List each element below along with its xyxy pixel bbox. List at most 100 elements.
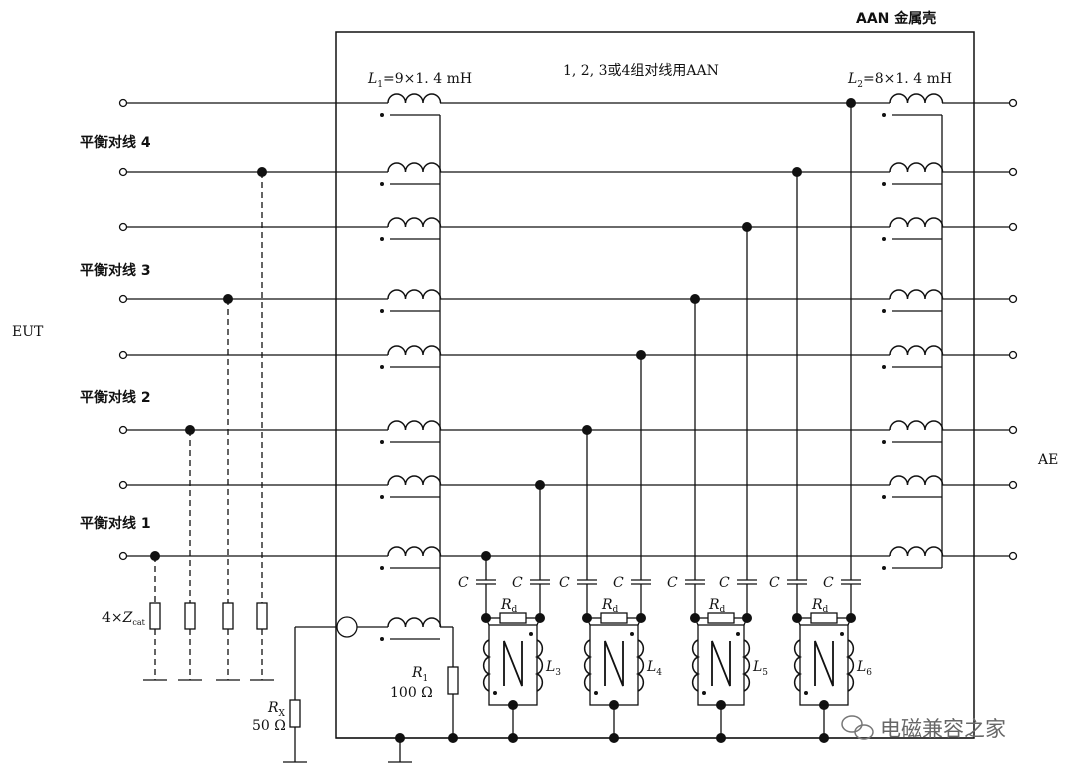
terminal [118, 167, 128, 177]
junction-dot [395, 733, 405, 743]
winding-polarity-dot [529, 632, 533, 636]
pair2-label: 平衡对线 2 [80, 389, 151, 406]
capacitor-label: C [559, 575, 570, 591]
inductor-frame [488, 624, 538, 706]
l2-coil [889, 217, 944, 228]
coil-polarity-dot [380, 113, 384, 117]
l1-coil [387, 162, 442, 173]
svg-text:电磁兼容之家: 电磁兼容之家 [880, 717, 1006, 741]
rd-label: Rd [811, 597, 829, 615]
capacitor-label: C [823, 575, 834, 591]
winding-polarity-dot [630, 632, 634, 636]
l1-coil [387, 475, 442, 486]
rd-resistor [600, 612, 628, 624]
junction-dot [535, 613, 545, 623]
coil-polarity-dot [882, 309, 886, 313]
winding-polarity-dot [840, 632, 844, 636]
zcat-dashed-leads [154, 172, 263, 680]
inductor-label: L3 [545, 659, 561, 678]
junction-dot [508, 733, 518, 743]
terminal [1008, 167, 1018, 177]
junction-dot [846, 613, 856, 623]
junction-dot [742, 613, 752, 623]
l2-coil [889, 162, 944, 173]
junction-dot [257, 167, 267, 177]
rd-label: Rd [708, 597, 726, 615]
inductor-winding [845, 639, 855, 692]
junction-dot [742, 222, 752, 232]
pair1-label: 平衡对线 1 [80, 515, 151, 532]
coil-polarity-dot [882, 495, 886, 499]
coil-polarity-dot [882, 182, 886, 186]
junction-dot [535, 480, 545, 490]
junction-dot [582, 613, 592, 623]
core-symbol [503, 640, 523, 687]
ae-label: AE [1037, 452, 1058, 468]
coil-polarity-dot [380, 182, 384, 186]
junction-dot [792, 613, 802, 623]
coil-polarity-dot [380, 440, 384, 444]
winding-polarity-dot [804, 691, 808, 695]
terminal [118, 222, 128, 232]
junction-dot [185, 425, 195, 435]
housing-label: AAN 金属壳 [856, 10, 936, 27]
junction-dot [150, 551, 160, 561]
l1-coil [387, 217, 442, 228]
coil-polarity-dot [380, 365, 384, 369]
junction-dot [846, 98, 856, 108]
inductor-winding [793, 639, 803, 692]
terminal [118, 480, 128, 490]
capacitor-label: C [667, 575, 678, 591]
eut-label: EUT [12, 324, 44, 340]
components [149, 602, 855, 728]
l2-coil [889, 93, 944, 104]
l1-label: L1=9×1. 4 mH [367, 71, 472, 90]
rx-label: RX [267, 700, 286, 719]
terminal [1008, 222, 1018, 232]
inductor-winding [583, 639, 593, 692]
coil-polarity-dot [882, 365, 886, 369]
l2-coil [889, 420, 944, 431]
terminal [1008, 294, 1018, 304]
aan-title: 1, 2, 3或4组对线用AAN [563, 63, 719, 79]
junction-dot [223, 294, 233, 304]
inductor-winding [691, 639, 701, 692]
junction-dot [636, 613, 646, 623]
inductor-frame [697, 624, 745, 706]
inductor-label: L5 [752, 659, 768, 678]
aan-metal-housing [335, 31, 975, 739]
inductor-winding [741, 639, 751, 692]
junction-dot [582, 425, 592, 435]
coil-polarity-dot [882, 237, 886, 241]
zcat-impedance [222, 602, 234, 630]
winding-polarity-dot [736, 632, 740, 636]
inductor-frame [799, 624, 849, 706]
zcat-impedance [184, 602, 196, 630]
junction-dots [150, 98, 886, 743]
core-symbol [711, 640, 731, 687]
l2-coil [889, 475, 944, 486]
current-probe [336, 616, 358, 638]
junction-dot [481, 551, 491, 561]
rd-label: Rd [601, 597, 619, 615]
coil-polarity-dot [380, 495, 384, 499]
junction-dot [690, 294, 700, 304]
pair3-label: 平衡对线 3 [80, 262, 151, 279]
rd-resistor [499, 612, 527, 624]
zcat-impedance [256, 602, 268, 630]
coil-polarity-dot [380, 309, 384, 313]
junction-dot [819, 733, 829, 743]
terminal [118, 425, 128, 435]
junction-dot [690, 613, 700, 623]
capacitor-label: C [458, 575, 469, 591]
winding-polarity-dot [594, 691, 598, 695]
inductor-coils [387, 93, 944, 628]
terminal [1008, 425, 1018, 435]
inductor-label: L4 [646, 659, 662, 678]
terminal [118, 294, 128, 304]
rx-resistor [289, 699, 301, 728]
circuit-wires [123, 102, 1013, 763]
rx-value: 50 Ω [252, 718, 286, 734]
coil-polarity-dot [380, 637, 384, 641]
